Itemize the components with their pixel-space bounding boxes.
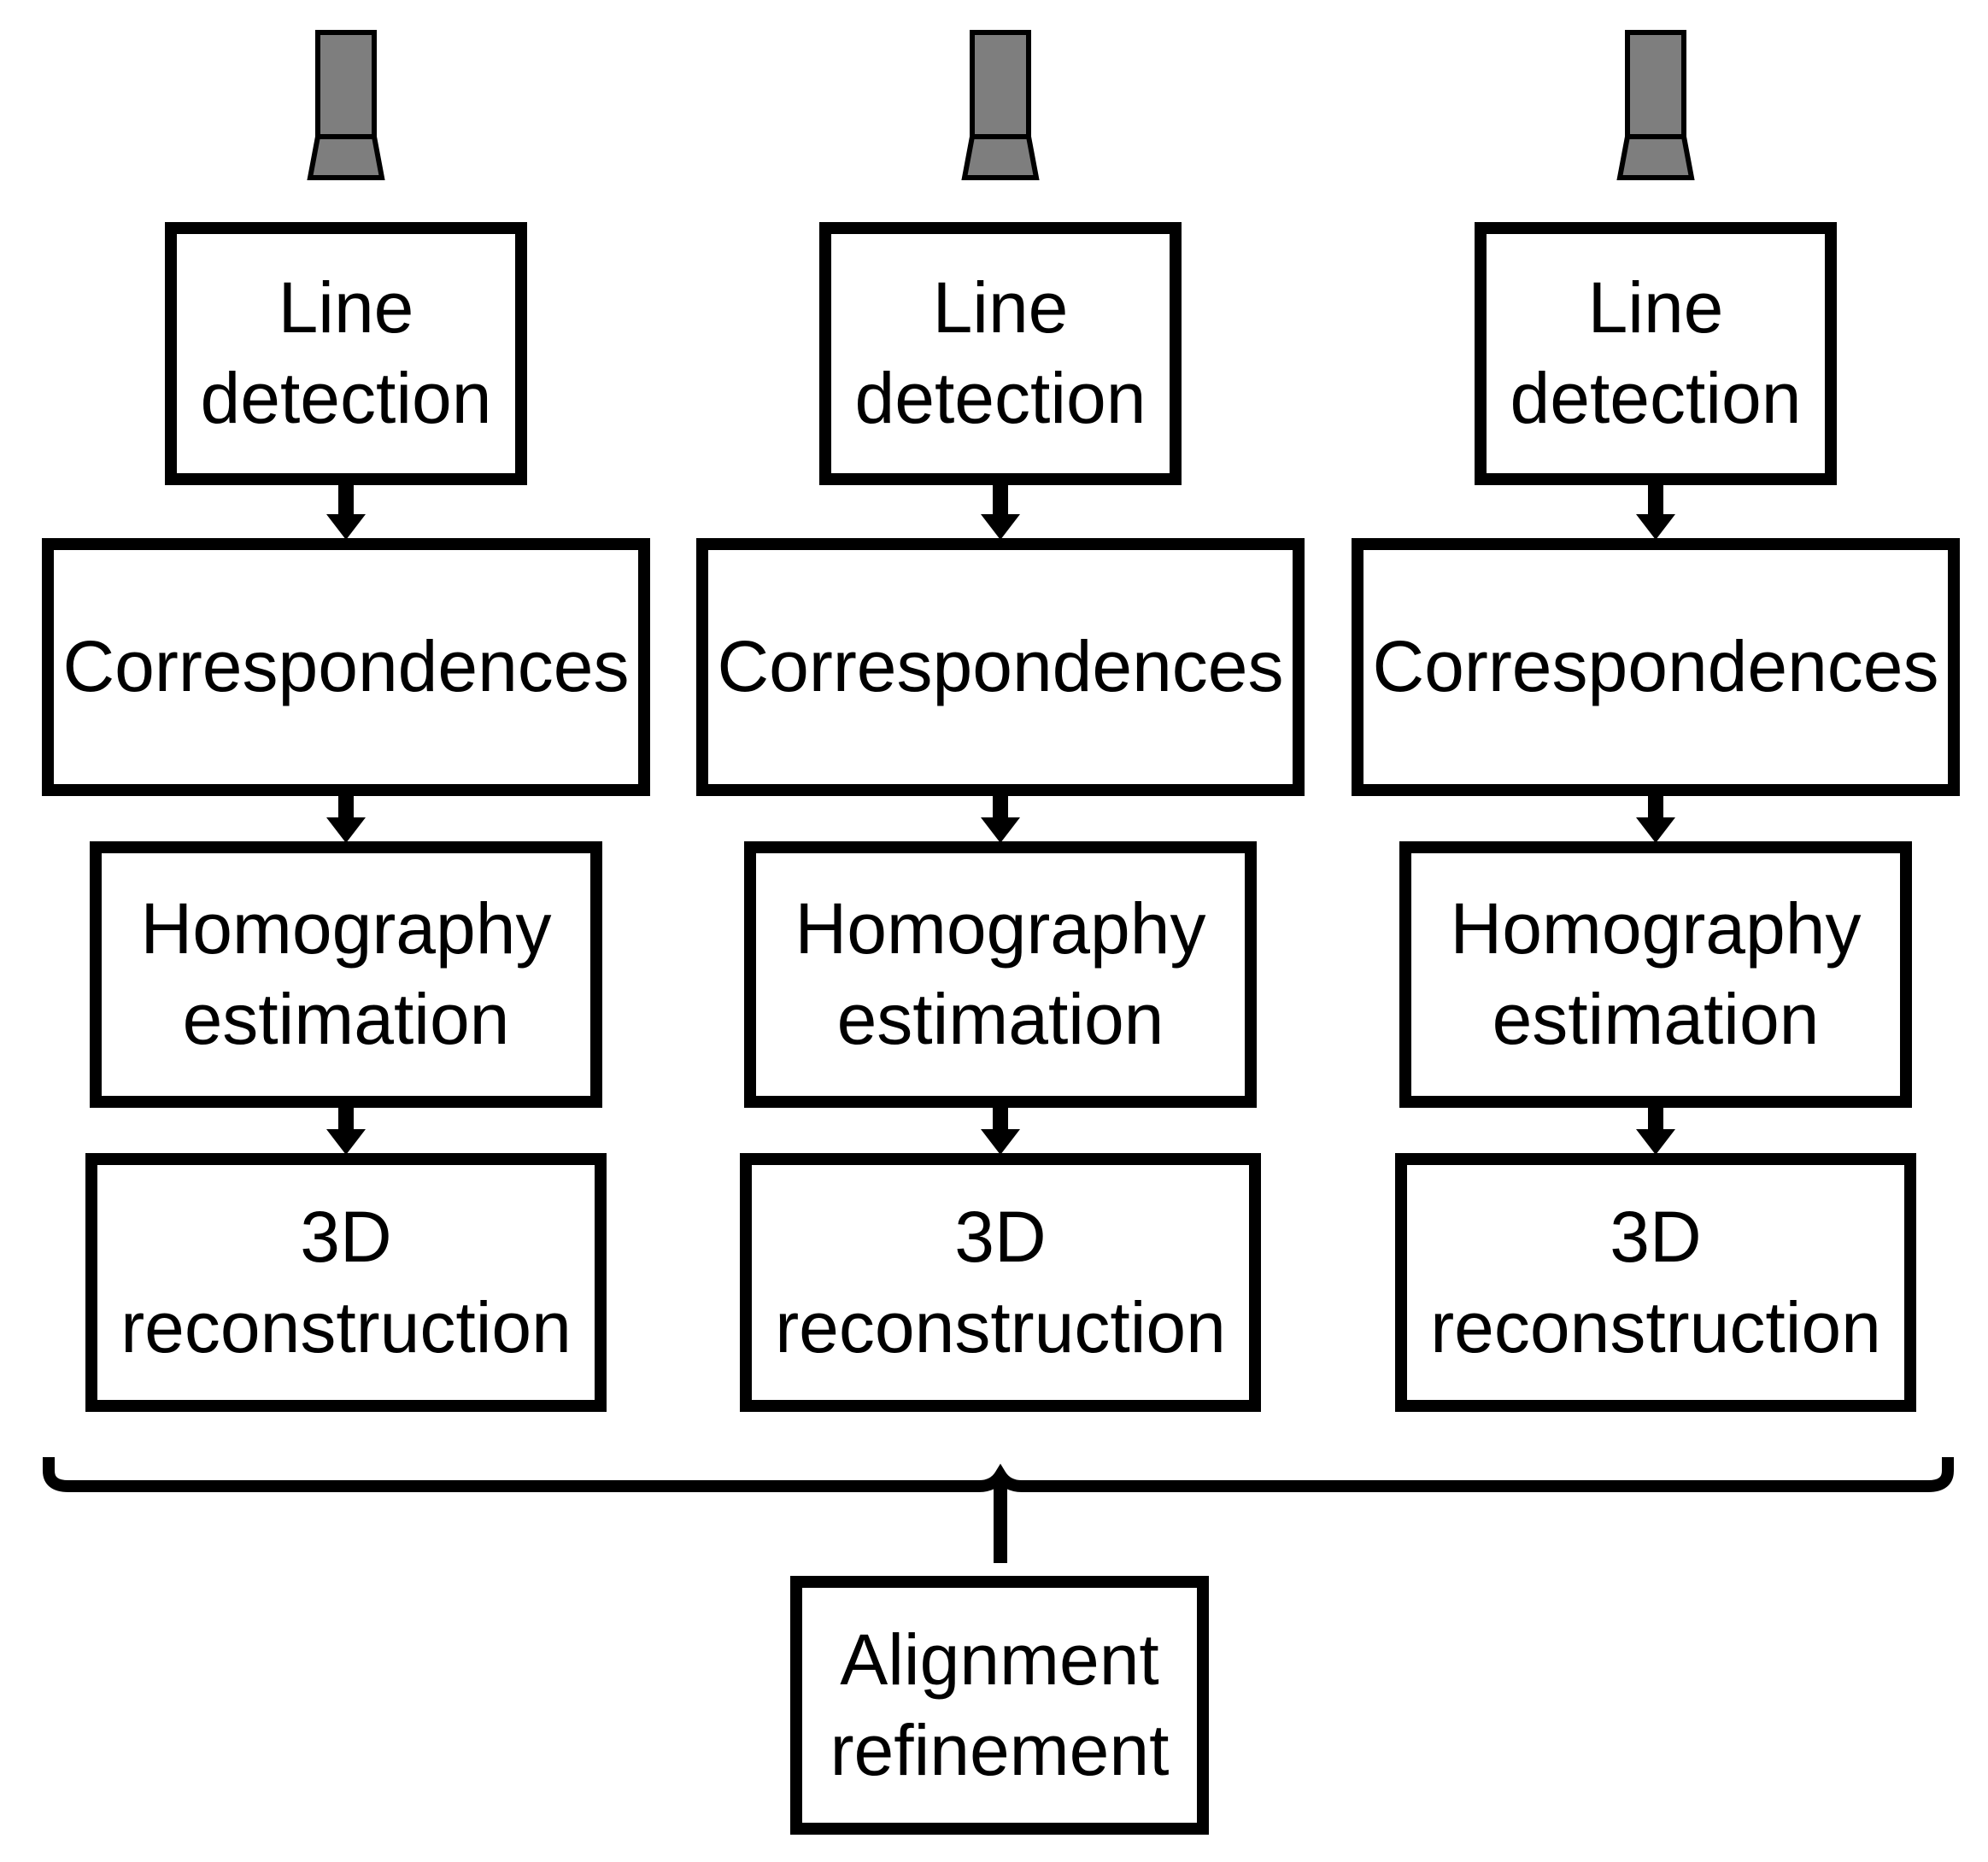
correspondences-box: Correspondences (1352, 538, 1960, 796)
down-arrow-icon (1636, 483, 1675, 540)
reconstruction-3d-box: 3D reconstruction (85, 1153, 607, 1412)
arrow-stem (338, 483, 354, 514)
alignment-refinement-box: Alignment refinement (790, 1576, 1209, 1835)
down-arrow-icon (326, 483, 366, 540)
down-arrow-icon (981, 483, 1020, 540)
reconstruction-3d-label: 3D reconstruction (775, 1196, 1226, 1367)
down-arrow-icon (1636, 1106, 1675, 1155)
arrow-head (1636, 514, 1675, 540)
arrow-head (981, 817, 1020, 843)
reconstruction-3d-label: 3D reconstruction (120, 1196, 572, 1367)
arrow-stem (338, 794, 354, 817)
homography-estimation-label: Homography estimation (1450, 888, 1862, 1059)
correspondences-label: Correspondences (62, 626, 630, 707)
down-arrow-icon (326, 1106, 366, 1155)
arrow-stem (1648, 794, 1663, 817)
reconstruction-3d-box: 3D reconstruction (1395, 1153, 1916, 1412)
line-detection-box: Line detection (165, 222, 527, 485)
correspondences-label: Correspondences (717, 626, 1284, 707)
down-arrow-icon (981, 1106, 1020, 1155)
homography-estimation-label: Homography estimation (140, 888, 552, 1059)
correspondences-box: Correspondences (696, 538, 1305, 796)
line-detection-box: Line detection (819, 222, 1182, 485)
arrow-head (1636, 1129, 1675, 1155)
arrow-stem (993, 794, 1008, 817)
down-arrow-icon (326, 794, 366, 843)
arrow-stem (993, 1106, 1008, 1129)
arrow-head (326, 817, 366, 843)
arrow-stem (1648, 483, 1663, 514)
alignment-refinement-label: Alignment refinement (830, 1619, 1170, 1790)
reconstruction-3d-box: 3D reconstruction (740, 1153, 1261, 1412)
correspondences-box: Correspondences (42, 538, 650, 796)
camera-icon (961, 30, 1040, 180)
down-arrow-icon (1636, 794, 1675, 843)
arrow-stem (338, 1106, 354, 1129)
line-detection-label: Line detection (854, 267, 1146, 438)
camera-icon (1616, 30, 1695, 180)
down-arrow-icon (981, 794, 1020, 843)
arrow-head (326, 1129, 366, 1155)
homography-estimation-box: Homography estimation (1399, 841, 1912, 1108)
homography-estimation-label: Homography estimation (795, 888, 1206, 1059)
homography-estimation-box: Homography estimation (744, 841, 1257, 1108)
arrow-stem (1648, 1106, 1663, 1129)
camera-icon (307, 30, 385, 180)
line-detection-label: Line detection (200, 267, 492, 438)
arrow-head (1636, 817, 1675, 843)
homography-estimation-box: Homography estimation (90, 841, 602, 1108)
arrow-head (981, 514, 1020, 540)
correspondences-label: Correspondences (1372, 626, 1939, 707)
arrow-stem (993, 483, 1008, 514)
line-detection-box: Line detection (1475, 222, 1837, 485)
arrow-head (326, 514, 366, 540)
line-detection-label: Line detection (1510, 267, 1802, 438)
reconstruction-3d-label: 3D reconstruction (1430, 1196, 1881, 1367)
arrow-head (981, 1129, 1020, 1155)
